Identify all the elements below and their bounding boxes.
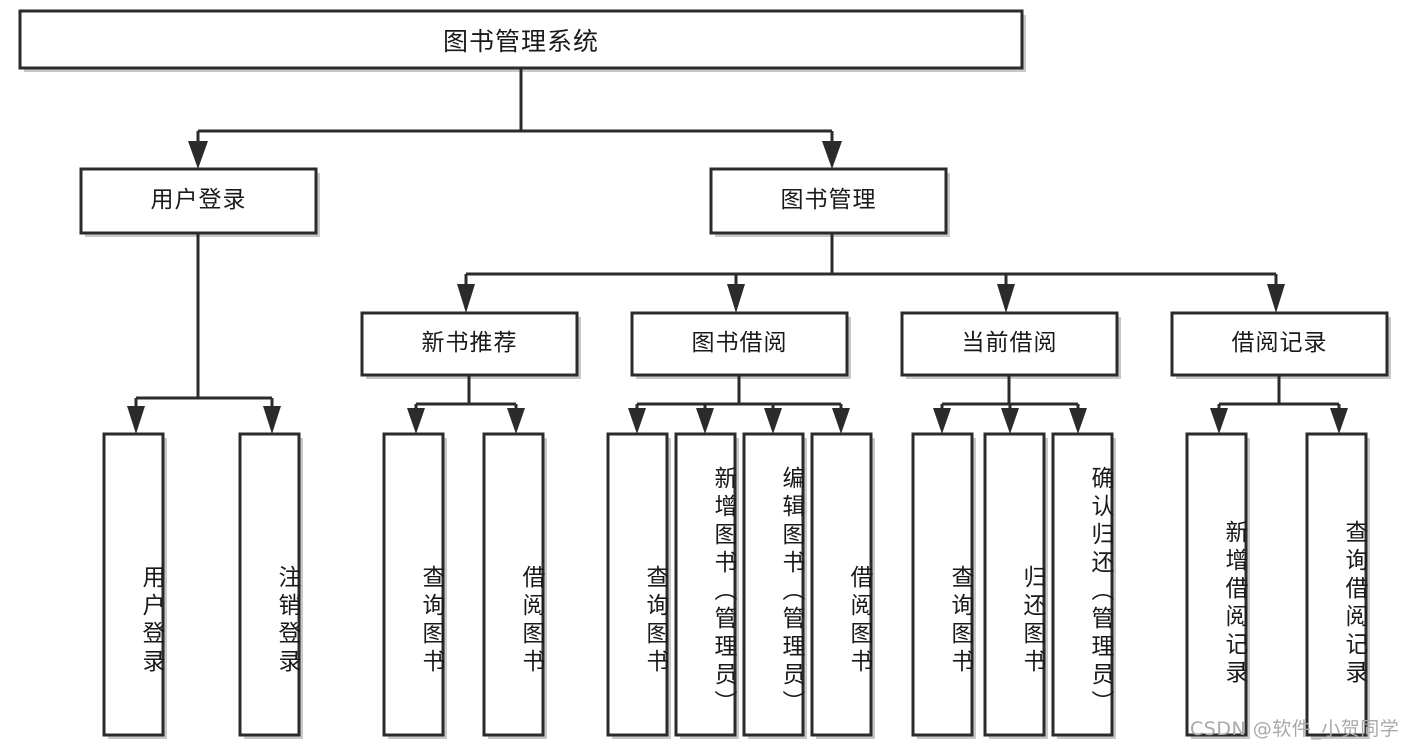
- connector-currentborrow-to-leaves: [933, 375, 1087, 434]
- node-box-leaf-query-book-3[interactable]: [911, 432, 974, 737]
- node-box-leaf-return-book[interactable]: [983, 432, 1046, 737]
- watermark-text: CSDN @软件_小贺同学: [1190, 718, 1400, 740]
- node-box-book-manage[interactable]: [709, 167, 948, 235]
- node-box-user-login[interactable]: [79, 167, 318, 235]
- node-box-leaf-edit-book-admin[interactable]: [742, 432, 805, 737]
- connector-bookborrow-to-leaves: [628, 375, 850, 434]
- connector-root-to-level2: [188, 68, 842, 169]
- node-box-new-book-recommend[interactable]: [360, 311, 579, 377]
- node-boxes: [18, 9, 1389, 737]
- node-box-book-borrow[interactable]: [630, 311, 849, 377]
- connector-bookmanage-to-level3: [457, 233, 1285, 313]
- node-box-borrow-record[interactable]: [1170, 311, 1389, 377]
- node-box-leaf-query-book-2[interactable]: [606, 432, 669, 737]
- connector-borrowrecord-to-leaves: [1210, 375, 1348, 434]
- node-box-leaf-add-borrow-record[interactable]: [1185, 432, 1248, 737]
- node-box-leaf-logout-login[interactable]: [238, 432, 301, 737]
- node-box-leaf-user-login[interactable]: [102, 432, 165, 737]
- node-box-leaf-confirm-return-admin[interactable]: [1051, 432, 1114, 737]
- node-box-leaf-query-book-1[interactable]: [382, 432, 445, 737]
- node-box-leaf-borrow-book-1[interactable]: [482, 432, 545, 737]
- connector-newbook-to-leaves: [407, 375, 525, 434]
- node-box-current-borrow[interactable]: [900, 311, 1119, 377]
- node-box-leaf-add-book-admin[interactable]: [674, 432, 737, 737]
- connector-userlogin-to-leaves: [127, 233, 281, 434]
- node-box-leaf-query-borrow-record[interactable]: [1305, 432, 1368, 737]
- node-box-leaf-borrow-book-2[interactable]: [810, 432, 873, 737]
- node-box-root[interactable]: [18, 9, 1024, 70]
